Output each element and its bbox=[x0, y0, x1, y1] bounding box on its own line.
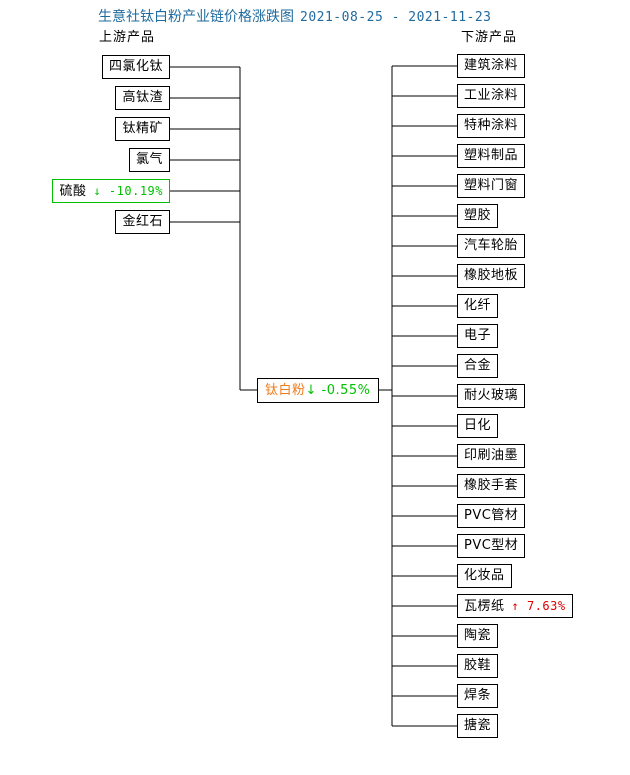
node-downstream-19[interactable]: 陶瓷 bbox=[457, 624, 499, 648]
node-label: 硫酸 bbox=[59, 184, 87, 199]
node-upstream-5[interactable]: 金红石 bbox=[115, 210, 170, 234]
node-label: 瓦楞纸 bbox=[464, 599, 505, 614]
node-label: 搪瓷 bbox=[464, 718, 492, 733]
node-downstream-7[interactable]: 橡胶地板 bbox=[457, 264, 526, 288]
node-center-change: ↓ -0.55% bbox=[305, 383, 371, 398]
node-downstream-20[interactable]: 胶鞋 bbox=[457, 654, 499, 678]
node-downstream-18[interactable]: 瓦楞纸 ↑ 7.63% bbox=[457, 594, 573, 618]
node-label: 耐火玻璃 bbox=[464, 388, 519, 403]
upstream-column-header: 上游产品 bbox=[99, 30, 156, 45]
node-label: 陶瓷 bbox=[464, 628, 492, 643]
chart-title: 生意社钛白粉产业链价格涨跌图 2021-08-25 - 2021-11-23 bbox=[98, 8, 492, 27]
node-downstream-14[interactable]: 橡胶手套 bbox=[457, 474, 526, 498]
node-label: 四氯化钛 bbox=[108, 59, 163, 74]
node-downstream-8[interactable]: 化纤 bbox=[457, 294, 499, 318]
node-label: 橡胶地板 bbox=[464, 268, 519, 283]
node-upstream-1[interactable]: 高钛渣 bbox=[115, 86, 170, 110]
node-downstream-16[interactable]: PVC型材 bbox=[457, 534, 526, 558]
node-label: 钛精矿 bbox=[122, 121, 163, 136]
node-center-label: 钛白粉 bbox=[265, 383, 306, 398]
node-upstream-4[interactable]: 硫酸 ↓ -10.19% bbox=[52, 179, 170, 203]
node-upstream-3[interactable]: 氯气 bbox=[128, 148, 170, 172]
node-label: PVC型材 bbox=[464, 538, 519, 553]
node-label: 工业涂料 bbox=[464, 88, 519, 103]
node-downstream-12[interactable]: 日化 bbox=[457, 414, 499, 438]
downstream-column-header: 下游产品 bbox=[461, 30, 518, 45]
node-downstream-21[interactable]: 焊条 bbox=[457, 684, 499, 708]
node-label: 橡胶手套 bbox=[464, 478, 519, 493]
node-center-product[interactable]: 钛白粉↓ -0.55% bbox=[257, 378, 379, 403]
node-label: 合金 bbox=[464, 358, 492, 373]
node-label: 塑胶 bbox=[464, 208, 492, 223]
node-label: 高钛渣 bbox=[122, 90, 163, 105]
node-label: PVC管材 bbox=[464, 508, 519, 523]
node-label: 焊条 bbox=[464, 688, 492, 703]
node-label: 汽车轮胎 bbox=[464, 238, 519, 253]
node-label: 印刷油墨 bbox=[464, 448, 519, 463]
node-downstream-3[interactable]: 塑料制品 bbox=[457, 144, 526, 168]
node-label: 特种涂料 bbox=[464, 118, 519, 133]
node-label: 金红石 bbox=[122, 214, 163, 229]
node-upstream-0[interactable]: 四氯化钛 bbox=[101, 55, 170, 79]
node-label: 化妆品 bbox=[464, 568, 505, 583]
node-label: 塑料门窗 bbox=[464, 178, 519, 193]
node-downstream-1[interactable]: 工业涂料 bbox=[457, 84, 526, 108]
node-downstream-10[interactable]: 合金 bbox=[457, 354, 499, 378]
chart-date-range: 2021-08-25 - 2021-11-23 bbox=[300, 10, 492, 25]
node-downstream-15[interactable]: PVC管材 bbox=[457, 504, 526, 528]
node-label: 日化 bbox=[464, 418, 492, 433]
node-change-badge: ↑ 7.63% bbox=[511, 599, 566, 613]
node-label: 塑料制品 bbox=[464, 148, 519, 163]
node-downstream-13[interactable]: 印刷油墨 bbox=[457, 444, 526, 468]
node-label: 胶鞋 bbox=[464, 658, 492, 673]
node-downstream-0[interactable]: 建筑涂料 bbox=[457, 54, 526, 78]
node-downstream-9[interactable]: 电子 bbox=[457, 324, 499, 348]
node-downstream-11[interactable]: 耐火玻璃 bbox=[457, 384, 526, 408]
node-downstream-2[interactable]: 特种涂料 bbox=[457, 114, 526, 138]
node-downstream-6[interactable]: 汽车轮胎 bbox=[457, 234, 526, 258]
node-label: 氯气 bbox=[135, 152, 163, 167]
node-downstream-22[interactable]: 搪瓷 bbox=[457, 714, 499, 738]
node-change-badge: ↓ -10.19% bbox=[93, 184, 163, 198]
node-label: 电子 bbox=[464, 328, 492, 343]
node-downstream-5[interactable]: 塑胶 bbox=[457, 204, 499, 228]
node-upstream-2[interactable]: 钛精矿 bbox=[115, 117, 170, 141]
chart-title-text: 生意社钛白粉产业链价格涨跌图 bbox=[98, 9, 294, 25]
node-downstream-4[interactable]: 塑料门窗 bbox=[457, 174, 526, 198]
node-downstream-17[interactable]: 化妆品 bbox=[457, 564, 512, 588]
node-label: 化纤 bbox=[464, 298, 492, 313]
node-label: 建筑涂料 bbox=[464, 58, 519, 73]
